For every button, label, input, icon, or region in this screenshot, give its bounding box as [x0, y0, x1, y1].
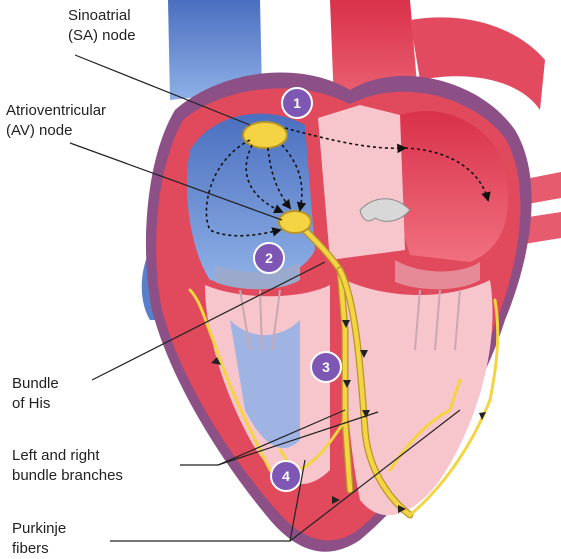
svg-text:2: 2	[265, 250, 273, 266]
step-badge-4: 4	[271, 461, 301, 491]
svg-text:(SA) node: (SA) node	[68, 27, 136, 44]
svg-text:Purkinje: Purkinje	[12, 520, 66, 537]
step-badge-3: 3	[311, 352, 341, 382]
svg-text:1: 1	[293, 95, 301, 111]
interatrial-septum	[318, 105, 405, 260]
step-badge-1: 1	[282, 88, 312, 118]
svg-text:4: 4	[282, 468, 290, 484]
svg-text:3: 3	[322, 359, 330, 375]
step-badge-2: 2	[254, 243, 284, 273]
label-purkinje-fibers: Purkinje fibers	[12, 520, 66, 557]
svg-text:Bundle: Bundle	[12, 375, 59, 392]
sa-node	[243, 122, 287, 148]
svg-text:(AV) node: (AV) node	[6, 122, 72, 139]
label-av-node: Atrioventricular (AV) node	[6, 102, 106, 139]
label-bundle-branches: Left and right bundle branches	[12, 447, 123, 484]
svg-text:Atrioventricular: Atrioventricular	[6, 102, 106, 119]
label-sa-node: Sinoatrial (SA) node	[68, 7, 136, 44]
svg-text:bundle branches: bundle branches	[12, 467, 123, 484]
svg-text:fibers: fibers	[12, 540, 49, 557]
svg-text:Sinoatrial: Sinoatrial	[68, 7, 131, 24]
svg-text:of His: of His	[12, 395, 50, 412]
av-node	[279, 211, 311, 233]
label-bundle-of-his: Bundle of His	[12, 375, 59, 412]
svg-text:Left and right: Left and right	[12, 447, 100, 464]
